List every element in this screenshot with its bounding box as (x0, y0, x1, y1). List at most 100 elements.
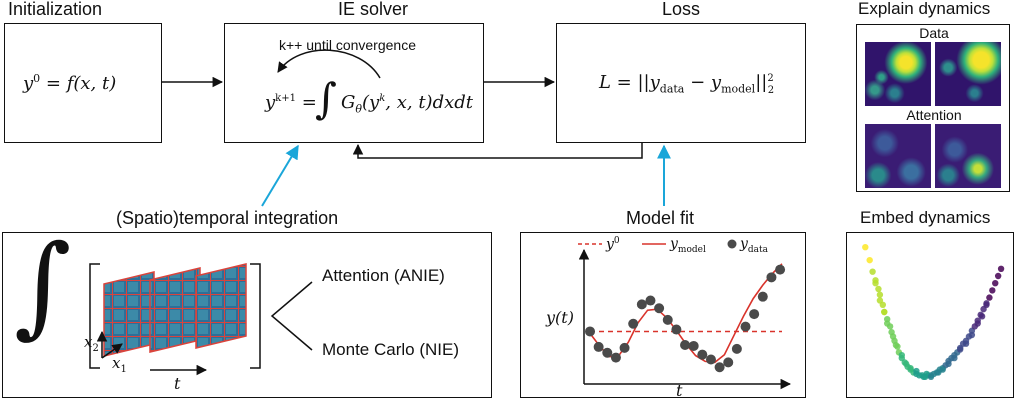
embed-point (907, 364, 914, 372)
embed-point (876, 291, 884, 298)
model-fit-plot (585, 263, 786, 373)
t-axis-label: t (174, 374, 181, 393)
ydata-point (610, 352, 621, 363)
ydata-point (645, 295, 656, 306)
branch-lines (270, 281, 313, 351)
embed-dynamics-title: Embed dynamics (860, 208, 991, 227)
embed-point (892, 341, 900, 349)
solver-lhs: yk+1 = (265, 92, 317, 113)
x2-axis-label: x2 (84, 333, 99, 354)
integration-integral-sign: ∫ (14, 221, 72, 349)
explain-dynamics-panel: Data Attention (856, 24, 1010, 192)
embed-point (986, 294, 993, 301)
embed-point (881, 308, 888, 316)
legend-ydata-label: ydata (740, 236, 769, 255)
ydata-point (697, 349, 708, 360)
loop-arrow (277, 49, 381, 79)
embed-point (951, 354, 958, 362)
ydata-point (602, 347, 613, 358)
solver-integral-sign: ∫ (315, 74, 337, 123)
spatiotemporal-grids (103, 263, 247, 357)
initialization-title: Initialization (8, 0, 103, 19)
ydata-point (714, 362, 725, 373)
init-equation: y0 = f(x, t) (23, 72, 117, 94)
ydata-point (705, 354, 716, 365)
embed-point (974, 320, 981, 327)
blue-arrow-integration (261, 144, 299, 207)
integration-title: (Spatio)temporal integration (116, 208, 339, 228)
ydata-point (619, 342, 630, 353)
loss-box: L = ||ydata − ymodel||22 (556, 23, 806, 143)
ydata-point (654, 303, 665, 314)
loss-title: Loss (662, 0, 701, 19)
embed-point (920, 373, 927, 380)
legend-y0-label: y0 (606, 236, 620, 253)
embed-point (989, 287, 996, 294)
model-fit-xlabel: t (676, 381, 683, 400)
model-fit-title: Model fit (626, 208, 695, 228)
embed-point (884, 320, 891, 327)
embed-point (978, 313, 986, 320)
embed-point (945, 360, 952, 368)
left-bracket (89, 263, 100, 369)
ie-solver-box: k++ until convergence yk+1 = ∫ Gθ(yk, x,… (224, 23, 484, 143)
ydata-point (593, 341, 604, 352)
embed-point (876, 297, 884, 304)
attention-heatmap-right (935, 124, 1001, 188)
embed-point (997, 265, 1005, 272)
data-label: Data (919, 25, 949, 41)
initialization-box: y0 = f(x, t) (4, 23, 162, 143)
embed-point (875, 285, 882, 293)
embed-point (889, 333, 897, 340)
loss-equation: L = ||ydata − ymodel||22 (599, 72, 775, 96)
embed-scatter-plot (862, 244, 1005, 380)
embed-dynamics-box (846, 232, 1014, 398)
embed-point (898, 352, 905, 359)
embed-point (994, 272, 1002, 280)
x1-axis-label: x1 (112, 354, 127, 375)
option-attention-anie: Attention (ANIE) (322, 266, 445, 285)
ie-solver-title: IE solver (338, 0, 409, 19)
ydata-point (688, 340, 699, 351)
x1-axis-arrow (101, 343, 123, 359)
embed-point (968, 331, 976, 339)
embed-point (962, 340, 970, 347)
optimization-arrow (352, 143, 643, 159)
ydata-point (680, 340, 691, 350)
loop-label: k++ until convergence (279, 37, 416, 53)
ydata-point (775, 264, 786, 275)
embed-point (992, 280, 999, 287)
model-fit-ylabel: y(t) (546, 308, 574, 327)
legend-ydata-mark (727, 239, 737, 249)
explain-dynamics-title: Explain dynamics (858, 0, 991, 18)
embed-point (869, 268, 876, 275)
ydata-point (671, 324, 682, 335)
integration-box (2, 232, 492, 398)
ydata-point (723, 357, 734, 368)
embed-point (927, 373, 935, 380)
ydata-point (757, 291, 768, 302)
data-heatmap-left (865, 42, 931, 106)
attention-heatmap-left (865, 124, 931, 188)
embed-point (862, 244, 869, 251)
embed-point (913, 367, 920, 375)
legend-ymodel-label: ymodel (670, 236, 706, 255)
ydata-point (766, 272, 777, 283)
ydata-point (628, 318, 639, 329)
ydata-point (740, 321, 751, 332)
embed-point (872, 280, 879, 287)
option-monte-carlo-nie: Monte Carlo (NIE) (322, 340, 459, 359)
ydata-point (749, 309, 760, 320)
right-bracket (250, 263, 261, 369)
embed-point (939, 366, 946, 373)
data-heatmap-right (935, 42, 1001, 106)
embed-point (866, 256, 873, 264)
ydata-point (731, 343, 742, 354)
attention-label: Attention (906, 107, 962, 123)
ydata-point (662, 314, 673, 325)
embed-point (983, 301, 990, 308)
embed-point (902, 360, 910, 368)
ydata-point (636, 299, 647, 310)
embed-point (957, 346, 964, 353)
